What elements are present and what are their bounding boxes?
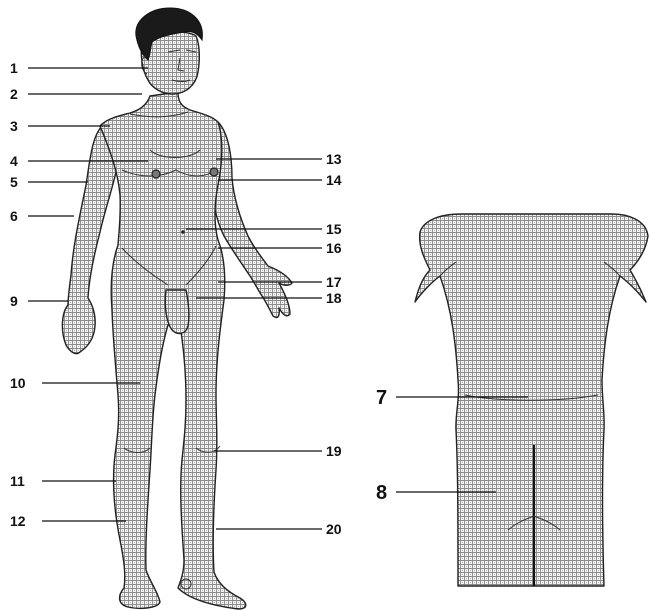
label-20: 20 (326, 521, 342, 537)
front-left-nipple (210, 168, 218, 176)
label-16: 16 (326, 240, 342, 256)
label-7: 7 (376, 387, 387, 409)
front-figure (62, 8, 292, 609)
label-5: 5 (10, 174, 18, 190)
front-navel (181, 230, 185, 234)
back-figure (415, 214, 648, 586)
front-right-arm (62, 125, 116, 354)
label-6: 6 (10, 208, 18, 224)
label-11: 11 (10, 473, 25, 489)
label-17: 17 (326, 274, 342, 290)
label-8: 8 (376, 482, 387, 504)
label-14: 14 (326, 172, 342, 188)
label-19: 19 (326, 443, 342, 459)
label-4: 4 (10, 153, 18, 169)
label-1: 1 (10, 60, 18, 76)
label-9: 9 (10, 293, 18, 309)
label-3: 3 (10, 118, 18, 134)
label-2: 2 (10, 86, 18, 102)
label-18: 18 (326, 290, 342, 306)
front-right-nipple (152, 170, 160, 178)
front-genital-region (165, 290, 189, 333)
label-13: 13 (326, 151, 342, 167)
label-15: 15 (326, 221, 342, 237)
label-12: 12 (10, 513, 26, 529)
label-10: 10 (10, 375, 26, 391)
